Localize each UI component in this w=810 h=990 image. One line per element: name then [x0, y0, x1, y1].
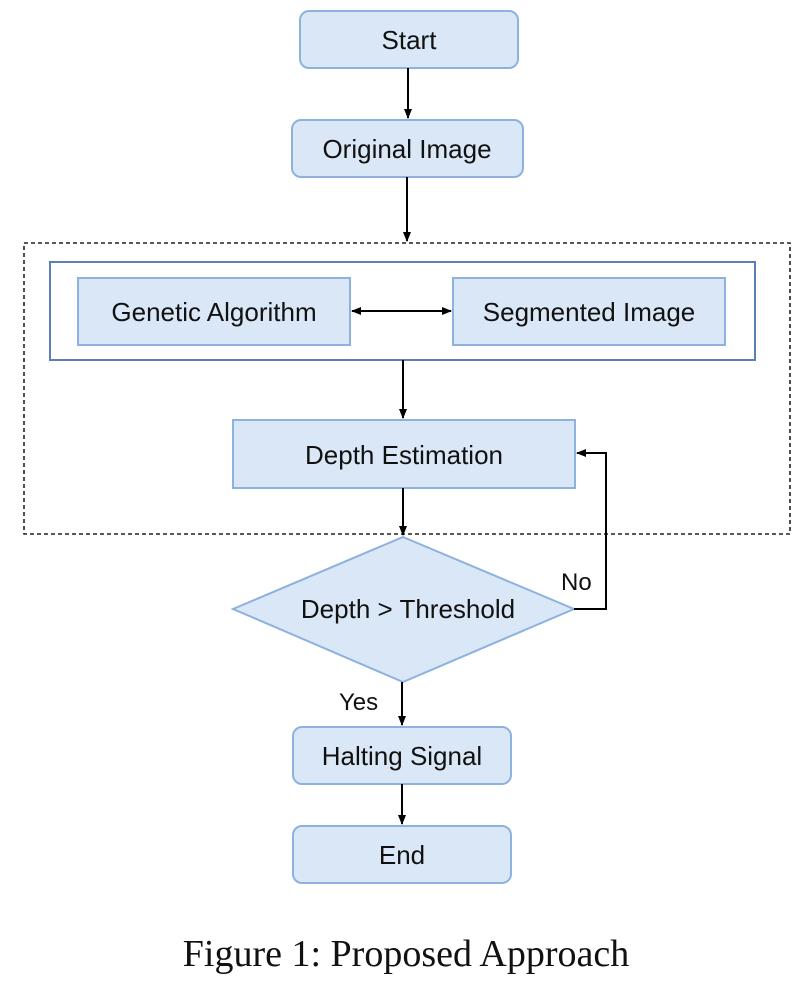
decision-label: Depth > Threshold [301, 594, 515, 624]
depth-estimation-label: Depth Estimation [305, 440, 503, 470]
depth-estimation-node: Depth Estimation [232, 419, 576, 489]
decision-node: Depth > Threshold [230, 535, 577, 684]
original-image-node: Original Image [291, 119, 524, 178]
end-node: End [292, 825, 512, 884]
genetic-algorithm-node: Genetic Algorithm [77, 277, 351, 346]
end-label: End [379, 840, 425, 870]
segmented-image-label: Segmented Image [483, 297, 695, 327]
arrow-no-loop-to-depth [574, 449, 607, 610]
halting-signal-label: Halting Signal [322, 741, 482, 771]
start-label: Start [382, 25, 438, 55]
figure-caption: Figure 1: Proposed Approach [183, 933, 629, 975]
start-node: Start [299, 10, 519, 69]
segmented-image-node: Segmented Image [452, 277, 726, 346]
no-label: No [561, 569, 592, 596]
processing-region [23, 242, 791, 535]
halting-signal-node: Halting Signal [292, 726, 512, 785]
genetic-algorithm-label: Genetic Algorithm [111, 297, 316, 327]
original-image-label: Original Image [322, 134, 491, 164]
yes-label: Yes [339, 689, 378, 716]
